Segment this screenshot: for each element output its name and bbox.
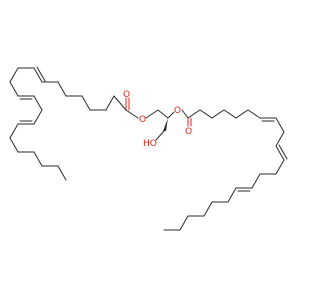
stereo-wedge <box>163 118 168 131</box>
right-db-2 <box>275 145 285 161</box>
left-saturated <box>41 81 127 111</box>
glycerol-c2-o <box>167 111 175 119</box>
left-acyl-chain <box>9 66 139 181</box>
right-db-2b <box>278 144 288 160</box>
right-mid-2 <box>251 159 285 189</box>
right-acyl-chain <box>163 109 288 231</box>
right-mid-1 <box>275 117 285 147</box>
carbonyl-oxygen-right: O <box>185 127 192 137</box>
right-ester-bond <box>181 109 189 119</box>
left-db-top <box>33 67 43 83</box>
right-saturated <box>187 109 261 119</box>
glycerol-c1c2 <box>157 109 169 119</box>
carbonyl-oxygen-left: O <box>123 90 130 100</box>
glycerol-c3 <box>155 130 165 141</box>
right-tail <box>163 187 237 231</box>
left-tail <box>9 123 67 181</box>
left-ester-bond <box>125 109 139 119</box>
hydroxyl-label: HO <box>143 139 157 149</box>
left-db-top-2 <box>36 66 46 82</box>
glycerol-core <box>145 109 175 141</box>
glycerol-c1 <box>145 109 159 119</box>
ester-oxygen-left: O <box>139 115 146 125</box>
structure-diagram: O O O O HO <box>9 66 288 231</box>
ester-oxygen-right: O <box>174 106 181 116</box>
